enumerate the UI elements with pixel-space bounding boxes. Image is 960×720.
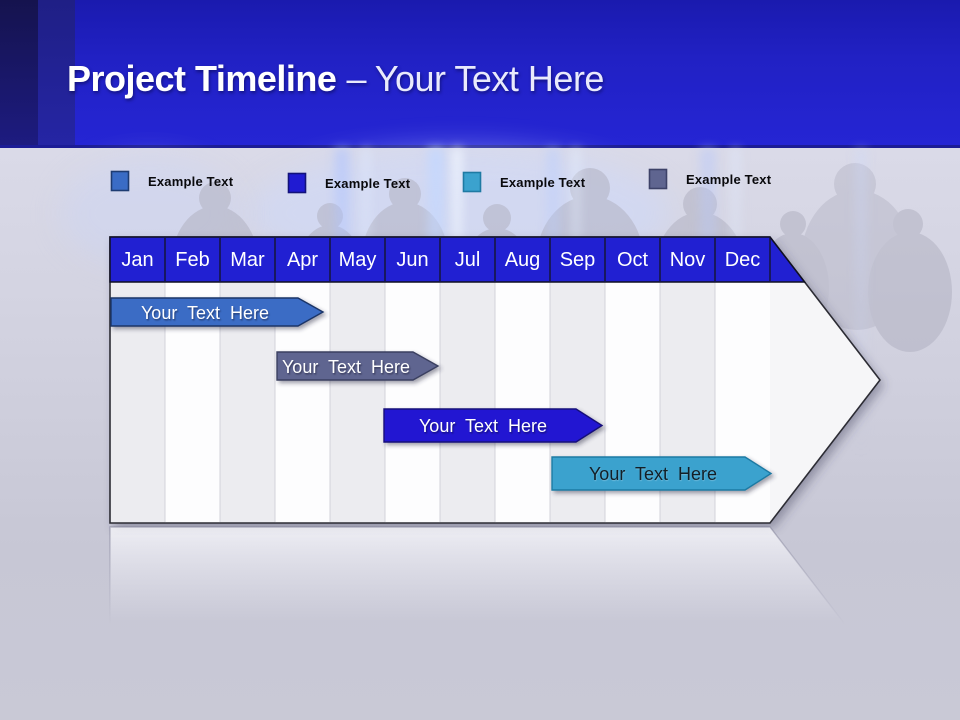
month-label: Mar [230,249,265,271]
month-header-separators [164,238,771,281]
title-subtitle: – Your Text Here [346,58,604,99]
table-reflection [109,526,881,685]
legend-swatch-icon [462,171,482,193]
legend-item: Example Text [648,164,771,194]
timeline-bar: Your Text Here [383,408,604,443]
month-label: Feb [175,249,209,271]
legend-label: Example Text [148,173,234,189]
month-label: Jul [455,249,481,271]
bar-arrow-shape [276,351,440,381]
month-labels: Jan Feb Mar Apr May Jun Jul Aug Sep Oct … [121,249,760,271]
month-label: Sep [560,249,596,271]
bar-arrow-shape [110,297,325,327]
page-title: Project Timeline– Your Text Here [67,58,604,100]
month-label: Oct [617,249,649,271]
month-label: Dec [725,249,761,271]
month-label: Jan [121,249,153,271]
timeline-bar: Your Text Here [110,297,325,327]
legend-label: Example Text [325,175,411,191]
legend: Example Text Example Text Example Text E… [0,166,960,196]
slide-header: Project Timeline– Your Text Here [0,0,960,148]
bar-label: Your Text Here [589,464,717,484]
timeline-bar: Your Text Here [276,351,440,381]
legend-label: Example Text [500,174,586,190]
bar-label: Your Text Here [419,416,547,436]
legend-swatch-icon [648,168,668,190]
title-main: Project Timeline [67,58,337,99]
month-label: Aug [505,249,541,271]
month-label: Jun [396,249,428,271]
legend-item: Example Text [287,168,410,198]
legend-item: Example Text [462,167,585,197]
bar-arrow-shape [383,408,604,443]
light-streak [855,148,867,533]
reflection-shape [109,526,881,685]
legend-item: Example Text [110,166,233,196]
timeline-bar: Your Text Here [551,456,773,491]
month-label: Apr [287,249,318,271]
person-silhouette [868,209,952,352]
timeline-chart: Jan Feb Mar Apr May Jun Jul Aug Sep Oct … [109,236,882,524]
legend-label: Example Text [686,171,772,187]
month-header-band [109,236,807,283]
legend-swatch-icon [287,172,307,194]
month-label: Nov [670,249,706,271]
bar-label: Your Text Here [282,357,410,377]
bar-label: Your Text Here [141,303,269,323]
header-accent-stripe [38,0,75,145]
bar-arrow-shape [551,456,773,491]
month-label: May [339,249,377,271]
header-accent-stripe [0,0,38,145]
legend-swatch-icon [110,170,130,192]
